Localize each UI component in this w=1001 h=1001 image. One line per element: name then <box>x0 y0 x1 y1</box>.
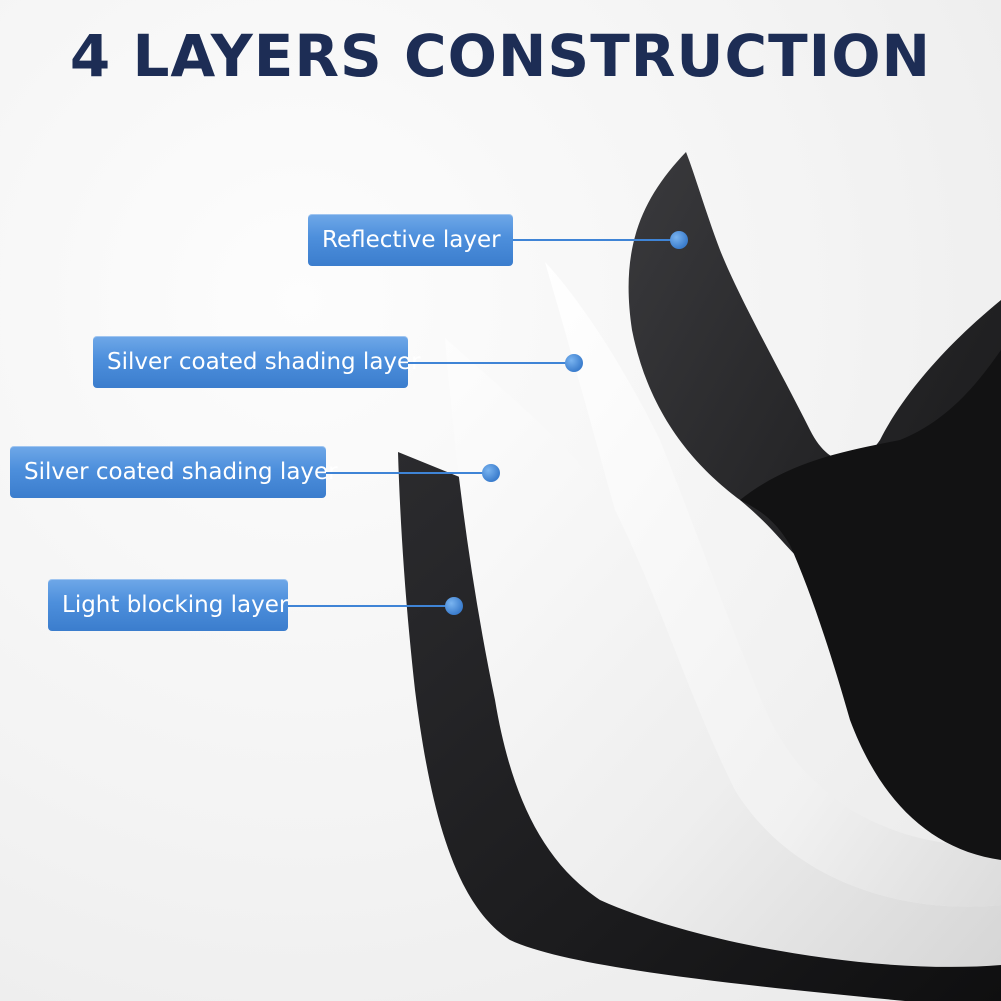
marker-dot-reflective <box>670 231 688 249</box>
marker-dot-silver-upper <box>565 354 583 372</box>
label-light-blocking-layer: Light blocking layer <box>48 579 288 631</box>
marker-dot-light-blocking <box>445 597 463 615</box>
label-silver-shading-upper: Silver coated shading layer <box>93 336 421 388</box>
reflective-sheet-fold <box>740 350 1001 860</box>
page-title: 4 LAYERS CONSTRUCTION <box>69 22 932 90</box>
light-blocking-sheet <box>398 452 1001 1001</box>
leader-line-silver-lower <box>326 472 490 474</box>
silver-shading-sheet-lower <box>445 338 1001 967</box>
leader-line-silver-upper <box>408 362 573 364</box>
label-silver-shading-lower: Silver coated shading layer <box>10 446 338 498</box>
silver-shading-sheet-upper <box>545 262 1001 907</box>
leader-line-reflective <box>513 239 679 241</box>
label-reflective-layer: Reflective layer <box>308 214 513 266</box>
marker-dot-silver-lower <box>482 464 500 482</box>
leader-line-light-blocking <box>288 605 453 607</box>
